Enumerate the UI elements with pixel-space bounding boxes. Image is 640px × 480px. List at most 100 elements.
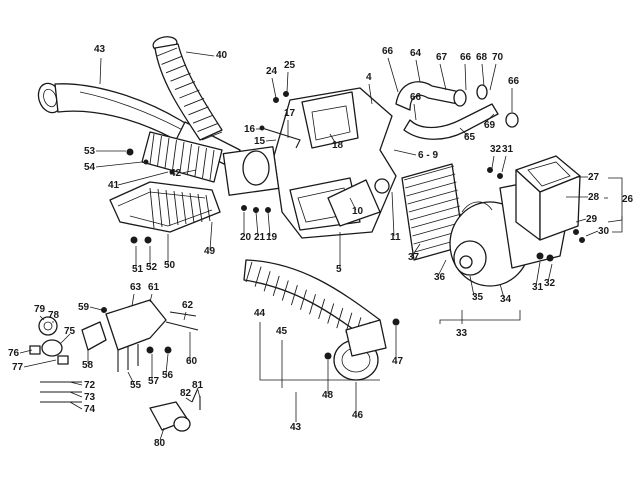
part-label: 49: [204, 246, 216, 257]
part-label: 60: [186, 356, 198, 367]
part-label: 44: [254, 308, 266, 319]
leader-line: [99, 57, 102, 85]
part-label: 31: [502, 144, 514, 155]
part-label: 56: [162, 370, 174, 381]
leader-line: [89, 306, 103, 311]
leader-line: [501, 155, 507, 173]
part-label: 77: [12, 362, 24, 373]
part-label: 4: [366, 72, 372, 83]
part-label: 82: [180, 388, 192, 399]
part-label: 57: [148, 376, 160, 387]
leader-line: [165, 353, 169, 375]
part-label: 61: [148, 282, 160, 293]
part-label: 55: [130, 380, 142, 391]
part-label: 73: [84, 392, 96, 403]
leader-line: [415, 59, 421, 83]
leader-line: [183, 311, 187, 321]
part-label: 26: [622, 194, 634, 205]
part-label: 48: [322, 390, 334, 401]
part-label: 43: [290, 422, 302, 433]
part-label: 21: [254, 232, 266, 243]
part-label: 52: [146, 262, 158, 273]
part-label: 32: [544, 278, 556, 289]
part-label: 78: [48, 310, 60, 321]
leader-line: [368, 83, 373, 105]
part-label: 41: [108, 180, 120, 191]
leader-line: [131, 293, 135, 307]
leader-line: [491, 155, 495, 169]
leader-line: [499, 283, 505, 299]
part-label: 28: [588, 192, 600, 203]
part-label: 27: [588, 172, 600, 183]
part-label: 72: [84, 380, 96, 391]
leader-line: [481, 63, 485, 87]
part-label: 10: [352, 206, 364, 217]
leader-line: [185, 51, 215, 57]
leader-line: [469, 275, 475, 297]
leader-line: [265, 139, 277, 142]
part-label: 35: [472, 292, 484, 303]
leader-line: [69, 401, 83, 410]
defroster-outlet: [109, 181, 221, 233]
leader-line: [459, 127, 469, 137]
part-label: 66: [410, 92, 422, 103]
part-label: 15: [254, 136, 266, 147]
part-label: 37: [408, 252, 420, 263]
part-label: 62: [182, 300, 194, 311]
leader-line: [197, 389, 201, 399]
part-label: 45: [276, 326, 288, 337]
leader-line: [255, 211, 259, 237]
leader-line: [23, 359, 57, 368]
leader-line: [483, 113, 495, 125]
part-label: 51: [132, 264, 144, 275]
part-label: 81: [192, 380, 204, 391]
lower-flex-duct: [243, 259, 387, 381]
part-label: 42: [170, 168, 182, 179]
part-label: 70: [492, 52, 504, 63]
control-switch-parts: [29, 299, 201, 432]
leader-line: [117, 171, 169, 186]
leader-line: [95, 161, 143, 168]
part-label: 58: [82, 360, 94, 371]
part-label: 29: [586, 214, 598, 225]
part-label: 68: [476, 52, 488, 63]
leader-line: [209, 221, 213, 251]
part-label: 47: [392, 356, 404, 367]
leader-line: [393, 149, 417, 156]
heater-case: [222, 87, 397, 239]
part-label: 40: [216, 50, 228, 61]
leader-line: [19, 349, 33, 354]
leader-line: [439, 63, 447, 91]
leader-line: [607, 177, 623, 223]
heater-water-hoses: [395, 81, 519, 140]
leader-line: [149, 293, 153, 303]
part-label: 74: [84, 404, 96, 415]
leader-line: [437, 259, 447, 277]
part-label: 50: [164, 260, 176, 271]
part-label: 5: [336, 264, 342, 275]
leader-line: [489, 63, 497, 91]
part-label: 11: [390, 232, 401, 243]
leader-line: [159, 427, 165, 441]
part-label: 59: [78, 302, 90, 313]
leader-line: [185, 397, 193, 403]
part-label: 79: [34, 304, 46, 315]
part-label: 54: [84, 162, 96, 173]
part-label: 46: [352, 410, 364, 421]
leader-line: [391, 191, 395, 237]
leader-line: [181, 169, 197, 174]
leader-line: [271, 77, 277, 99]
part-label: 32: [490, 144, 502, 155]
part-label: 18: [332, 140, 344, 151]
leader-lines: [19, 51, 623, 441]
leader-line: [259, 322, 380, 381]
part-label: 63: [130, 282, 142, 293]
leader-line: [127, 371, 135, 385]
leader-line: [349, 197, 357, 211]
part-label: 30: [598, 226, 610, 237]
part-label: 80: [154, 438, 166, 449]
part-label: 16: [244, 124, 256, 135]
leader-line: [464, 63, 467, 91]
